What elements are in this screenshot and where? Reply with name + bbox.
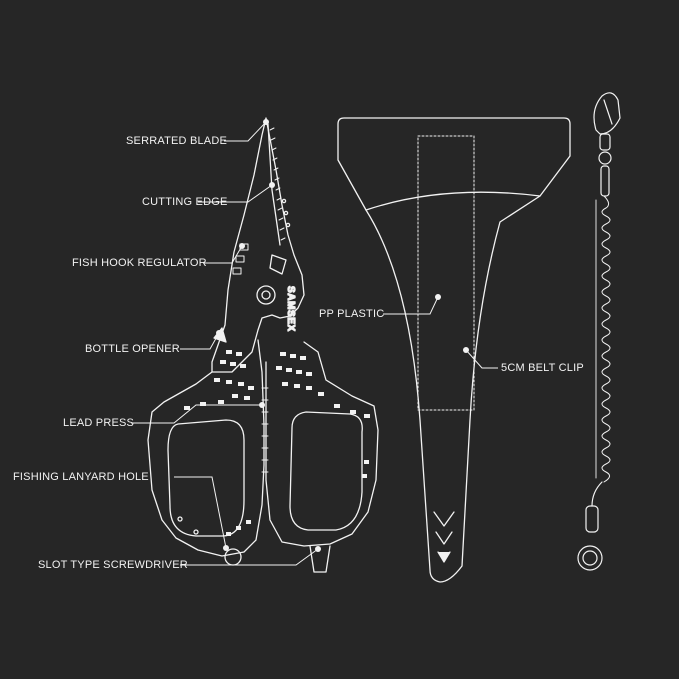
callout-lines [131,121,498,566]
sheath-drawing [337,117,571,583]
lanyard-end-sleeve [585,505,599,533]
callout-dot [435,294,441,300]
pliers-drawing: SAMSEX [147,117,379,573]
pivot-inner [261,290,271,300]
left-grip-pattern [184,350,254,536]
lanyard-drawing [577,92,621,571]
label-slot-type-screwdriver: SLOT TYPE SCREWDRIVER [38,559,188,571]
left-handle-loop [167,419,245,537]
sheath-chevron [433,511,455,527]
callout-line-bottle-opener [180,332,220,350]
callout-dot [463,347,469,353]
sheath-outline [337,117,571,583]
sheath-chevron [435,531,453,545]
carabiner-gate [603,99,613,125]
swivel [599,133,611,151]
callout-line-lead-press [131,404,262,424]
label-belt-clip: 5CM BELT CLIP [501,362,584,374]
lanyard-end-cord [591,481,603,507]
label-fish-hook-regulator: FISH HOOK REGULATOR [72,257,207,269]
callout-line-screwdriver [180,548,319,566]
label-fishing-lanyard-hole: FISHING LANYARD HOLE [13,471,149,483]
lanyard-sleeve [600,165,610,197]
handle-screw [177,516,183,522]
lanyard-hole [224,548,242,566]
callout-dots [216,119,469,552]
callout-dot [269,182,275,188]
right-handle-loop [289,411,363,531]
label-pp-plastic: PP PLASTIC [319,308,385,320]
cutter-notch [269,254,287,275]
pivot-outer [256,285,276,305]
label-lead-press: LEAD PRESS [63,417,135,429]
callout-dot [216,330,222,336]
jaw-hole [281,198,287,204]
callout-line-belt-clip [465,349,498,369]
sheath-chevron [437,551,451,563]
right-handle-outline [265,341,379,547]
callout-line-serrated-blade [224,121,267,142]
swivel-ring [598,151,612,165]
callout-line-pp-plastic [383,296,439,315]
serrated-teeth [269,127,286,241]
coil-cord [601,195,611,483]
sheath-fold-line [365,191,541,211]
pliers-jaw-outline [211,117,305,373]
pliers-blade-line [267,123,281,246]
jaw-hole [285,222,291,228]
screwdriver-tip [309,545,331,573]
label-cutting-edge: CUTTING EDGE [142,196,228,208]
right-grip-pattern [276,352,370,478]
handle-screw [193,529,199,535]
label-serrated-blade: SERRATED BLADE [126,135,228,147]
lead-press-marks [261,387,269,473]
callout-line-cutting-edge [198,184,273,203]
lanyard-end-ring [577,545,603,571]
label-bottle-opener: BOTTLE OPENER [85,343,180,355]
callout-dot [239,243,245,249]
jaw-hole [283,210,289,216]
callout-line-fish-hook-regulator [204,245,243,264]
callout-dot [263,119,269,125]
lanyard-end-ring-inner [582,550,598,566]
callout-dot [259,402,265,408]
callout-line-lanyard-hole [174,476,227,549]
left-handle-outline [147,339,265,557]
brand-text: SAMSEX [285,286,296,332]
belt-clip-outline [417,135,475,411]
carabiner-clip [593,92,621,135]
callout-dot [315,546,321,552]
callout-dot [223,545,229,551]
